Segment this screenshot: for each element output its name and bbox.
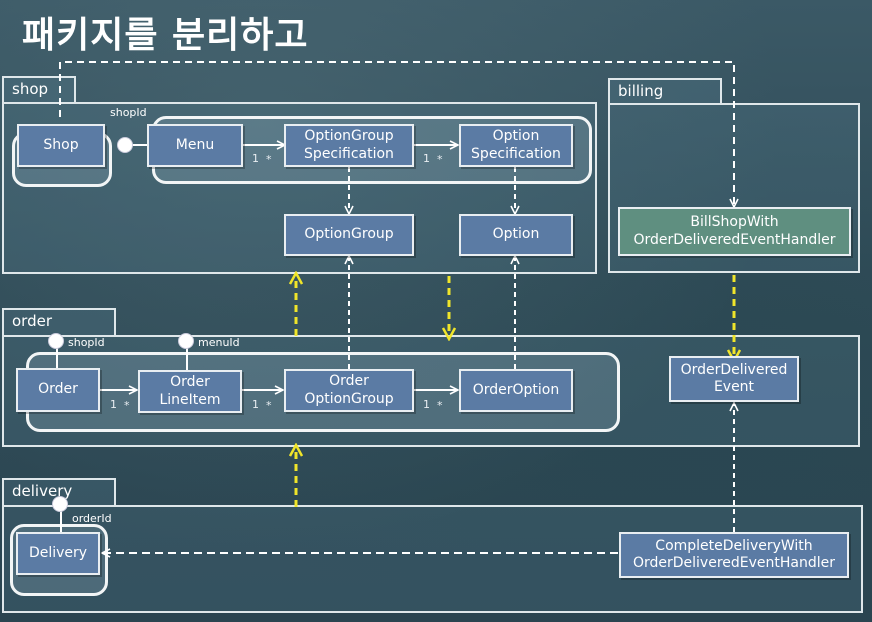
mult-one: 1 xyxy=(423,398,430,411)
shop-id-stem xyxy=(56,348,58,368)
dependency-shop-billing xyxy=(59,61,734,207)
class-option-group-specification[interactable]: OptionGroup Specification xyxy=(284,124,414,167)
class-order-delivered-event[interactable]: OrderDelivered Event xyxy=(669,356,799,402)
menu-id-ball xyxy=(178,333,194,349)
page-title: 패키지를 분리하고 xyxy=(22,15,309,56)
class-delivery[interactable]: Delivery xyxy=(16,532,100,575)
mult-one: 1 xyxy=(110,398,117,411)
class-order-option[interactable]: OrderOption xyxy=(459,369,573,412)
mult-many: * xyxy=(266,399,272,412)
order-shop-id-label: shopId xyxy=(68,336,105,349)
class-order-line-item[interactable]: Order LineItem xyxy=(138,370,242,413)
class-option[interactable]: Option xyxy=(459,214,573,256)
class-option-group[interactable]: OptionGroup xyxy=(284,214,414,256)
shop-id-ball xyxy=(117,137,133,153)
class-menu[interactable]: Menu xyxy=(147,124,243,167)
order-id-stem xyxy=(60,510,62,532)
mult-one: 1 xyxy=(252,152,259,165)
order-id-label: orderId xyxy=(72,512,112,525)
class-order[interactable]: Order xyxy=(16,368,100,412)
menu-id-label: menuId xyxy=(198,336,240,349)
package-tab-order: order xyxy=(2,308,116,337)
class-order-option-group[interactable]: Order OptionGroup xyxy=(284,369,414,412)
mult-many: * xyxy=(266,153,272,166)
shop-id-label: shopId xyxy=(110,106,147,119)
mult-many: * xyxy=(437,153,443,166)
menu-id-stem xyxy=(186,348,188,370)
package-tab-shop: shop xyxy=(2,76,76,104)
class-option-specification[interactable]: Option Specification xyxy=(459,124,573,167)
class-complete-delivery-handler[interactable]: CompleteDeliveryWith OrderDeliveredEvent… xyxy=(619,532,849,578)
mult-one: 1 xyxy=(423,152,430,165)
order-id-ball xyxy=(52,496,68,512)
mult-one: 1 xyxy=(252,398,259,411)
mult-many: * xyxy=(124,399,130,412)
class-bill-shop-handler[interactable]: BillShopWith OrderDeliveredEventHandler xyxy=(618,207,851,256)
mult-many: * xyxy=(437,399,443,412)
package-tab-billing: billing xyxy=(608,78,722,105)
class-shop[interactable]: Shop xyxy=(17,124,105,167)
order-shop-id-ball xyxy=(48,333,64,349)
